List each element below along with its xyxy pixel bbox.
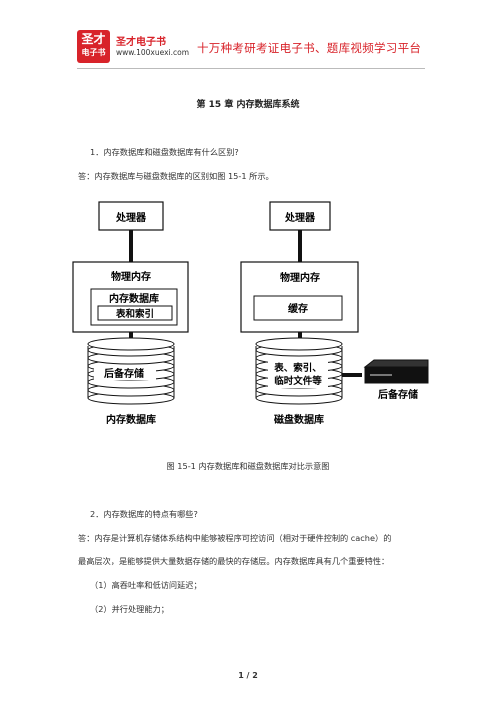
brand-name: 圣才电子书: [116, 37, 166, 48]
right-disk-label-2: 临时文件等: [274, 375, 322, 387]
header-slogan: 十万种考研考证电子书、题库视频学习平台: [197, 41, 422, 55]
left-caption-label: 内存数据库: [106, 413, 156, 426]
tables-box: [97, 305, 173, 321]
question-1: 1．内存数据库和磁盘数据库有什么区别?: [90, 147, 239, 157]
logo-text-bottom: 电子书: [81, 48, 106, 57]
left-processor-box: [98, 201, 164, 231]
left-memory-label: 物理内存: [111, 270, 151, 283]
right-processor-label: 处理器: [284, 211, 316, 224]
answer-2-line-2: 最高层次，是能够提供大量数据存储的最快的存储层。内存数据库具有几个重要特性：: [78, 556, 390, 566]
cache-box: [253, 295, 343, 321]
right-memory-label: 物理内存: [280, 271, 320, 284]
answer-2-item-1: （1）高吞吐率和低访问延迟；: [90, 580, 202, 590]
question-2: 2．内存数据库的特点有哪些?: [90, 509, 198, 519]
answer-2-item-2: （2）并行处理能力；: [90, 604, 169, 614]
logo-text-top: 圣才: [81, 32, 106, 46]
backup-drive-icon: [363, 359, 429, 384]
right-backup-label: 后备存储: [378, 388, 418, 401]
page-number: 1 / 2: [238, 671, 258, 680]
right-processor-box: [269, 201, 331, 231]
figure-caption: 图 15-1 内存数据库和磁盘数据库对比示意图: [166, 461, 330, 471]
answer-2-line-1: 答：内存是计算机存储体系结构中能够被程序可控访问（相对于硬件控制的 cache）…: [78, 533, 392, 543]
answer-1: 答：内存数据库与磁盘数据库的区别如图 15-1 所示。: [78, 171, 274, 181]
right-disk-stack: 表、索引、 临时文件等: [255, 337, 343, 405]
chapter-title: 第 15 章 内存数据库系统: [196, 100, 300, 110]
left-disk-stack: 后备存储: [87, 337, 175, 405]
right-caption-label: 磁盘数据库: [274, 413, 324, 426]
header-divider: [77, 68, 425, 69]
logo: 圣才 电子书: [77, 30, 110, 63]
right-disk-label-1: 表、索引、: [273, 362, 322, 374]
left-backup-label: 后备存储: [104, 367, 144, 380]
cache-label: 缓存: [287, 302, 308, 315]
tables-label: 表和索引: [115, 308, 154, 320]
brand-url[interactable]: www.100xuexi.com: [116, 48, 190, 57]
left-processor-label: 处理器: [115, 211, 147, 224]
imdb-label: 内存数据库: [109, 292, 159, 305]
comparison-diagram: 处理器 物理内存 内存数据库 表和索引 后备存储 内存数据库 处理器 物理内存 …: [72, 201, 429, 426]
